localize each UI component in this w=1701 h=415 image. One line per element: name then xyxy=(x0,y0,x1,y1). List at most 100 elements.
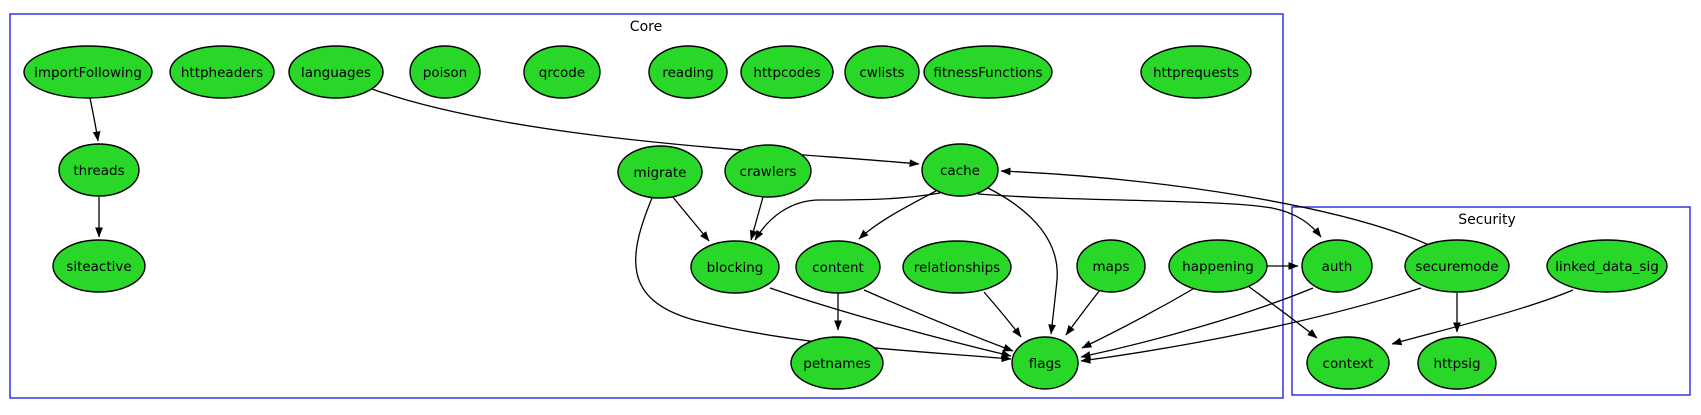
node-auth: auth xyxy=(1301,239,1373,293)
cluster-security-label: Security xyxy=(1458,212,1516,228)
node-qrcode-ellipse xyxy=(523,45,601,99)
node-blocking-ellipse xyxy=(690,240,780,294)
node-relationships: relationships xyxy=(902,240,1012,294)
node-poison-label: poison xyxy=(423,65,467,81)
node-context-label: context xyxy=(1323,356,1374,372)
node-importFollowing-ellipse xyxy=(23,45,153,99)
node-siteactive: siteactive xyxy=(52,239,146,293)
node-httprequests: httprequests xyxy=(1140,45,1252,99)
node-securemode: securemode xyxy=(1404,239,1510,293)
node-auth-label: auth xyxy=(1322,259,1353,275)
node-petnames: petnames xyxy=(790,336,884,390)
node-flags-ellipse xyxy=(1011,336,1079,390)
node-reading-label: reading xyxy=(662,65,713,81)
node-fitnessFunctions-label: fitnessFunctions xyxy=(933,65,1042,81)
node-cache-label: cache xyxy=(940,163,980,179)
node-petnames-ellipse xyxy=(790,336,884,390)
edge-cache-to-blocking xyxy=(754,192,941,241)
node-crawlers: crawlers xyxy=(724,144,812,198)
node-threads-label: threads xyxy=(73,163,124,179)
node-linked_data_sig-label: linked_data_sig xyxy=(1555,259,1659,275)
node-blocking-label: blocking xyxy=(707,260,764,276)
edge-migrate-to-blocking xyxy=(671,195,710,242)
node-relationships-label: relationships xyxy=(914,260,1000,276)
edge-maps-to-flags xyxy=(1065,289,1101,336)
node-httpsig-label: httpsig xyxy=(1433,356,1480,372)
edge-happening-to-flags xyxy=(1081,288,1194,349)
edge-cache-to-content xyxy=(858,190,937,240)
edge-crawlers-to-blocking xyxy=(749,196,764,241)
node-httprequests-ellipse xyxy=(1140,45,1252,99)
node-maps-label: maps xyxy=(1092,259,1129,275)
edge-securemode-to-cache xyxy=(1000,167,1430,246)
node-qrcode-label: qrcode xyxy=(539,65,585,81)
node-cache: cache xyxy=(921,143,999,197)
node-content-ellipse xyxy=(795,240,881,294)
node-flags-label: flags xyxy=(1029,356,1061,372)
edge-content-to-flags xyxy=(863,289,1014,352)
node-cache-ellipse xyxy=(921,143,999,197)
node-linked_data_sig: linked_data_sig xyxy=(1546,239,1668,293)
node-migrate: migrate xyxy=(617,145,703,199)
node-threads: threads xyxy=(58,143,140,197)
edge-languages-to-cache xyxy=(371,88,920,168)
node-httpsig: httpsig xyxy=(1417,336,1497,390)
node-httpcodes: httpcodes xyxy=(740,45,834,99)
edge-happening-to-context xyxy=(1247,285,1318,339)
node-httpheaders-ellipse xyxy=(169,45,275,99)
nodes-layer: importFollowing httpheaders languages poiso… xyxy=(23,45,1668,390)
node-happening-ellipse xyxy=(1168,239,1268,293)
node-context-ellipse xyxy=(1306,336,1390,390)
node-httpcodes-label: httpcodes xyxy=(753,65,820,81)
node-maps: maps xyxy=(1076,239,1146,293)
node-httpheaders-label: httpheaders xyxy=(181,65,263,81)
node-qrcode: qrcode xyxy=(523,45,601,99)
node-auth-ellipse xyxy=(1301,239,1373,293)
edge-relationships-to-flags xyxy=(983,291,1022,338)
node-relationships-ellipse xyxy=(902,240,1012,294)
node-crawlers-ellipse xyxy=(724,144,812,198)
edge-linked_data_sig-to-context xyxy=(1391,289,1574,346)
node-siteactive-ellipse xyxy=(52,239,146,293)
node-httpheaders: httpheaders xyxy=(169,45,275,99)
node-cwlists-ellipse xyxy=(844,45,920,99)
node-fitnessFunctions-ellipse xyxy=(923,45,1053,99)
node-languages-label: languages xyxy=(301,65,371,81)
node-threads-ellipse xyxy=(58,143,140,197)
node-securemode-ellipse xyxy=(1404,239,1510,293)
node-happening-label: happening xyxy=(1182,259,1254,275)
edge-cache-to-flags xyxy=(987,187,1058,335)
edge-auth-to-flags xyxy=(1080,287,1314,359)
node-flags: flags xyxy=(1011,336,1079,390)
node-blocking: blocking xyxy=(690,240,780,294)
node-httpsig-ellipse xyxy=(1417,336,1497,390)
node-poison-ellipse xyxy=(409,45,481,99)
node-content-label: content xyxy=(812,260,864,276)
node-migrate-ellipse xyxy=(617,145,703,199)
node-importFollowing: importFollowing xyxy=(23,45,153,99)
edge-importFollowing-to-threads xyxy=(89,97,101,142)
edge-cache-to-auth xyxy=(977,193,1322,238)
node-reading: reading xyxy=(648,45,728,99)
cluster-core-border xyxy=(9,13,1284,399)
node-importFollowing-label: importFollowing xyxy=(34,65,142,81)
node-cwlists-label: cwlists xyxy=(859,65,904,81)
node-httprequests-label: httprequests xyxy=(1153,65,1239,81)
node-petnames-label: petnames xyxy=(803,356,871,372)
node-cwlists: cwlists xyxy=(844,45,920,99)
edges-layer xyxy=(89,88,1574,364)
node-content: content xyxy=(795,240,881,294)
node-languages-ellipse xyxy=(288,45,384,99)
node-crawlers-label: crawlers xyxy=(740,164,797,180)
node-maps-ellipse xyxy=(1076,239,1146,293)
cluster-core-label: Core xyxy=(630,19,662,35)
node-poison: poison xyxy=(409,45,481,99)
node-reading-ellipse xyxy=(648,45,728,99)
edge-migrate-to-flags xyxy=(635,197,1012,363)
node-migrate-label: migrate xyxy=(634,165,687,181)
cluster-security-border xyxy=(1291,206,1691,396)
node-linked_data_sig-ellipse xyxy=(1546,239,1668,293)
node-happening: happening xyxy=(1168,239,1268,293)
